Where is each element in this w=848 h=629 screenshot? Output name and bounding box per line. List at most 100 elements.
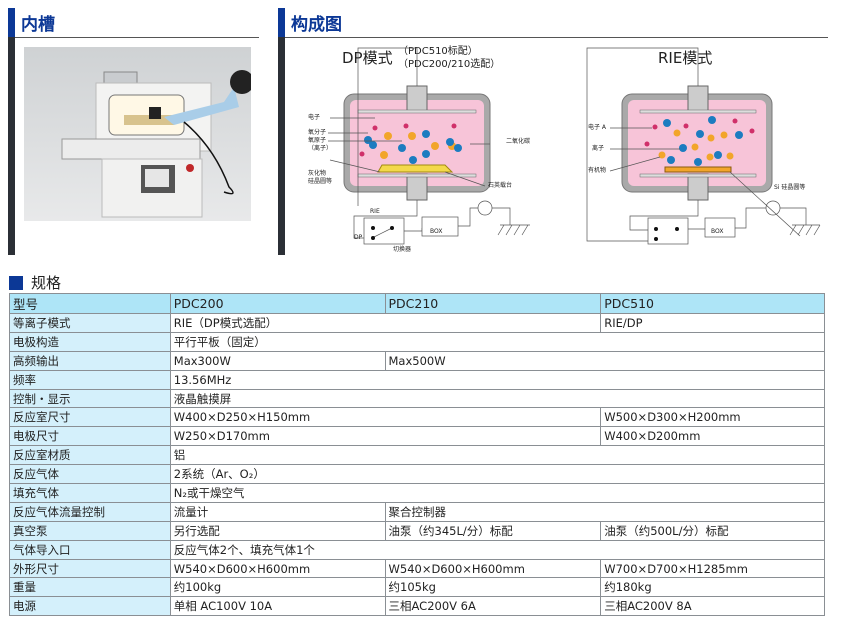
table-row: 反应气体流量控制流量计聚合控制器 bbox=[9, 501, 825, 522]
header-cell: PDC510 bbox=[600, 293, 825, 314]
table-row: 反应室材质铝 bbox=[9, 445, 826, 466]
table-row: 真空泵另行选配油泵（约345L/分）标配油泵（约500L/分）标配 bbox=[9, 520, 825, 541]
row-value: 约180kg bbox=[600, 577, 825, 598]
section-title-chamber: 内槽 bbox=[21, 15, 55, 35]
row-value: 2系统（Ar、O₂） bbox=[169, 464, 826, 485]
row-value: 约105kg bbox=[384, 577, 602, 598]
row-value: W540×D600×H600mm bbox=[169, 558, 386, 579]
row-value: 另行选配 bbox=[169, 520, 386, 541]
header-cell: PDC200 bbox=[169, 293, 386, 314]
row-value: 13.56MHz bbox=[169, 369, 826, 390]
row-label: 外形尺寸 bbox=[9, 558, 171, 579]
row-value: W400×D250×H150mm bbox=[169, 407, 602, 428]
row-value: 聚合控制器 bbox=[384, 501, 825, 522]
section-bar-chamber bbox=[8, 8, 15, 255]
row-value: Max500W bbox=[384, 350, 825, 371]
dp-note-1: （PDC510标配） bbox=[398, 46, 478, 57]
row-label: 电极构造 bbox=[9, 331, 171, 352]
label-box: BOX bbox=[711, 228, 724, 235]
label-rie: RIE bbox=[370, 208, 380, 215]
row-value: 约100kg bbox=[169, 577, 386, 598]
dp-title: DP模式 bbox=[342, 49, 393, 67]
rie-mode-diagram: RIE模式 电子 A 离子 有机物 Si 硅晶圆等 BOX bbox=[570, 38, 840, 258]
label-electron: 电子 bbox=[308, 114, 321, 121]
row-label: 频率 bbox=[9, 369, 171, 390]
label-switch: 切换器 bbox=[393, 246, 412, 253]
label-dp: DP bbox=[354, 234, 363, 241]
dp-chamber-schematic bbox=[328, 47, 530, 245]
row-label: 等离子模式 bbox=[9, 313, 171, 333]
row-value: 铝 bbox=[169, 445, 826, 466]
row-label: 重量 bbox=[9, 577, 171, 598]
row-label: 反应室材质 bbox=[9, 445, 171, 466]
label-co2: 二氧化碳 bbox=[506, 138, 531, 145]
heading-square-icon bbox=[9, 275, 23, 290]
dp-note-2: （PDC200/210选配） bbox=[398, 59, 501, 70]
table-row: 气体导入口反应气体2个、填充气体1个 bbox=[9, 539, 826, 560]
rie-chamber-schematic bbox=[586, 47, 821, 245]
label-ash-1: 灰化物 bbox=[308, 170, 327, 177]
chamber-photo bbox=[24, 47, 251, 221]
row-value: 单相 AC100V 10A bbox=[169, 596, 386, 617]
label-wafer: Si 硅晶圆等 bbox=[774, 184, 806, 191]
row-value: W700×D700×H1285mm bbox=[600, 558, 825, 579]
row-label: 填充气体 bbox=[9, 483, 171, 503]
table-row: 控制・显示液晶触摸屏 bbox=[9, 388, 826, 409]
spec-title: 规格 bbox=[31, 274, 62, 292]
label-stage: 石英载台 bbox=[488, 182, 513, 189]
label-o-atom: 氧原子 bbox=[308, 137, 327, 144]
row-label: 反应气体流量控制 bbox=[9, 501, 171, 522]
row-value: Max300W bbox=[169, 350, 386, 371]
label-organic: 有机物 bbox=[588, 167, 607, 174]
row-value: 平行平板（固定） bbox=[169, 331, 826, 352]
row-label: 真空泵 bbox=[9, 520, 171, 541]
table-row: 电极构造平行平板（固定） bbox=[9, 331, 826, 352]
row-value: W500×D300×H200mm bbox=[600, 407, 825, 428]
row-value: 三相AC200V 6A bbox=[384, 596, 602, 617]
rie-title: RIE模式 bbox=[658, 49, 713, 67]
row-value: 流量计 bbox=[169, 501, 386, 522]
row-value: 液晶触摸屏 bbox=[169, 388, 826, 409]
divider bbox=[285, 37, 828, 38]
row-value: W250×D170mm bbox=[169, 426, 602, 447]
divider bbox=[15, 37, 259, 38]
row-value: 反应气体2个、填充气体1个 bbox=[169, 539, 826, 560]
row-value: RIE（DP模式选配） bbox=[169, 313, 602, 333]
spec-heading: 规格 bbox=[9, 272, 61, 293]
row-value: N₂或干燥空气 bbox=[169, 483, 826, 503]
row-value: 三相AC200V 8A bbox=[600, 596, 825, 617]
header-cell: 型号 bbox=[9, 293, 171, 314]
label-ion: （离子） bbox=[308, 145, 333, 152]
label-box: BOX bbox=[430, 228, 443, 235]
row-label: 电源 bbox=[9, 596, 171, 617]
row-value: W540×D600×H600mm bbox=[384, 558, 602, 579]
label-o2: 氧分子 bbox=[308, 129, 327, 136]
row-label: 控制・显示 bbox=[9, 388, 171, 409]
label-ion: 离子 bbox=[592, 145, 605, 152]
dp-mode-diagram: DP模式 （PDC510标配） （PDC200/210选配） 电子 氧分子 氧原… bbox=[280, 38, 565, 258]
label-electron: 电子 A bbox=[588, 124, 607, 131]
row-value: 油泵（约345L/分）标配 bbox=[384, 520, 602, 541]
row-value: RIE/DP bbox=[600, 313, 825, 333]
section-title-diagram: 构成图 bbox=[291, 15, 342, 35]
row-label: 反应室尺寸 bbox=[9, 407, 171, 428]
header-cell: PDC210 bbox=[384, 293, 602, 314]
row-label: 电极尺寸 bbox=[9, 426, 171, 447]
row-label: 气体导入口 bbox=[9, 539, 171, 560]
section-bar-diagram bbox=[278, 8, 285, 255]
label-ash-2: 硅晶圆等 bbox=[308, 178, 333, 185]
row-value: W400×D200mm bbox=[600, 426, 825, 447]
row-label: 高频输出 bbox=[9, 350, 171, 371]
